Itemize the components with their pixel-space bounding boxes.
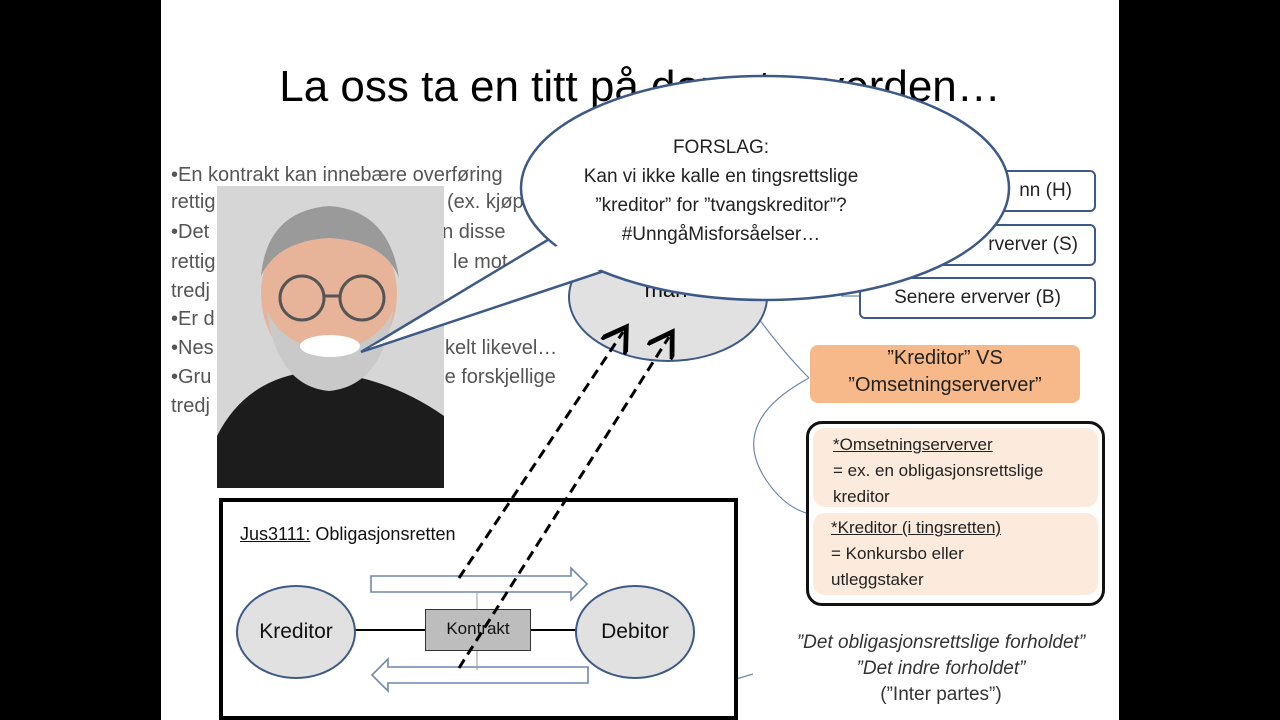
bullet-text: tredj xyxy=(171,395,210,417)
caption-line: (”Inter partes”) xyxy=(880,684,1002,705)
definitions-box: *Omsetningserverver = ex. en obligasjons… xyxy=(806,421,1105,606)
speech-bubble xyxy=(360,74,1011,354)
kreditor-vs-line: ”Omsetningserverver” xyxy=(848,374,1042,396)
kontrakt-label: Kontrakt xyxy=(446,619,510,638)
dashed-arrows xyxy=(457,0,1119,669)
bullet-text: kelt likevel… xyxy=(445,337,558,359)
inter-partes-caption: ”Det obligasjonsrettslige forholdet” ”De… xyxy=(761,630,1119,708)
kontrakt-box xyxy=(425,609,531,651)
debitor-ellipse xyxy=(575,585,695,679)
bullet-text: tredj xyxy=(171,280,210,302)
definition-text: kreditor xyxy=(833,487,890,506)
bullet-text: •Nes xyxy=(171,337,214,359)
bubble-line: ”kreditor” for ”tvangskreditor”? xyxy=(595,195,847,216)
caption-line: ”Det indre forholdet” xyxy=(856,658,1026,679)
definition-text: = ex. en obligasjonsrettslige xyxy=(833,461,1044,480)
caption-line: ”Det obligasjonsrettslige forholdet” xyxy=(796,632,1086,653)
bullet-text: le mot xyxy=(453,251,508,273)
bullet-text: •Gru xyxy=(171,366,212,388)
bubble-text: FORSLAG: Kan vi ikke kalle en tingsretts… xyxy=(571,133,871,249)
debitor-label: Debitor xyxy=(601,620,669,643)
party-box-b: Senere erverver (B) xyxy=(859,277,1096,319)
bullet-text: rettig xyxy=(171,191,216,213)
bullet-text: •En kontrakt kan innebære overføring xyxy=(171,164,503,186)
kreditor-ellipse xyxy=(236,585,356,679)
course-name: Obligasjonsretten xyxy=(310,524,456,544)
bullet-text: •Er d xyxy=(171,308,215,330)
bullet-text: rettig xyxy=(171,251,216,273)
kreditor-vs-box: ”Kreditor” VS ”Omsetningserverver” xyxy=(810,345,1080,403)
course-code: Jus3111: xyxy=(240,524,311,544)
party-box-label: rverver (S) xyxy=(988,234,1078,255)
bubble-line: FORSLAG: xyxy=(672,137,770,158)
definition-omsetningserverver: *Omsetningserverver = ex. en obligasjons… xyxy=(813,428,1098,507)
slide: La oss ta en titt på den ytre verden… •E… xyxy=(161,0,1119,720)
course-title: Jus3111: Obligasjonsretten xyxy=(240,524,455,545)
definition-heading: *Omsetningserverver xyxy=(833,435,993,454)
bubble-line: #UnngåMisforsåelser… xyxy=(621,224,821,245)
bullet-text: •Det xyxy=(171,221,210,243)
party-box-label: nn (H) xyxy=(1019,180,1072,201)
bullet-text: ige forskjellige xyxy=(429,366,556,388)
bullet-text: an disse xyxy=(431,221,506,243)
definition-kreditor: *Kreditor (i tingsretten) = Konkursbo el… xyxy=(813,513,1098,595)
flow-arrows xyxy=(353,566,593,693)
bullet-text: (ex. kjøp xyxy=(447,191,524,213)
definition-heading: *Kreditor (i tingsretten) xyxy=(831,518,1002,537)
bubble-line: Kan vi ikke kalle en tingsrettslige xyxy=(583,166,859,187)
kreditor-label: Kreditor xyxy=(259,620,333,643)
party-box-label: Senere erverver (B) xyxy=(894,287,1061,308)
kreditor-vs-line: ”Kreditor” VS xyxy=(887,347,1003,369)
obligasjonsretten-diagram: Jus3111: Obligasjonsretten Kreditor Kont… xyxy=(219,498,738,720)
definition-text: = Konkursbo eller xyxy=(831,544,964,563)
definition-text: utleggstaker xyxy=(831,570,924,589)
